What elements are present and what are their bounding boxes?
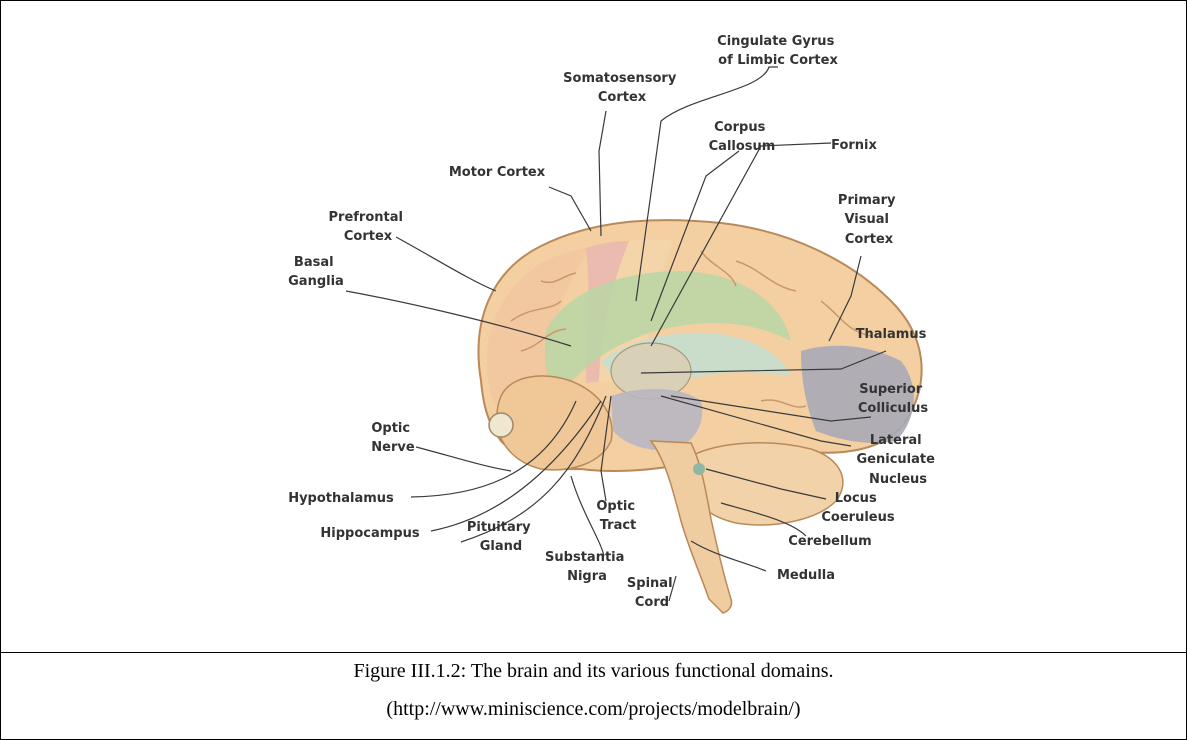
label-prefrontal-cortex: Prefrontal Cortex [329,210,408,244]
brain-figure-cell: Cingulate Gyrus of Limbic Cortex Somatos… [1,1,1186,652]
brain-diagram: Cingulate Gyrus of Limbic Cortex Somatos… [1,1,1186,652]
label-pituitary-gland: Pituitary Gland [467,520,535,554]
figure-caption: Figure III.1.2: The brain and its variou… [1,660,1186,683]
label-fornix: Fornix [831,138,877,153]
label-hippocampus: Hippocampus [320,526,419,541]
label-lateral-geniculate-nucleus: Lateral Geniculate Nucleus [857,433,940,487]
label-optic-tract: Optic Tract [596,499,639,533]
label-optic-nerve: Optic Nerve [371,421,415,455]
label-motor-cortex: Motor Cortex [449,165,546,180]
label-medulla: Medulla [777,568,835,583]
label-basal-ganglia: Basal Ganglia [288,255,344,289]
label-substantia-nigra: Substantia Nigra [545,550,629,584]
label-somatosensory-cortex: Somatosensory Cortex [563,71,681,105]
label-spinal-cord: Spinal Cord [627,576,677,610]
table-divider [1,652,1186,653]
label-thalamus: Thalamus [856,327,927,342]
label-hypothalamus: Hypothalamus [288,491,394,506]
label-cingulate-gyrus: Cingulate Gyrus of Limbic Cortex [717,34,839,68]
label-primary-visual-cortex: Primary Visual Cortex [838,193,900,247]
label-corpus-callosum: Corpus Callosum [709,120,776,154]
figure-source: (http://www.miniscience.com/projects/mod… [1,698,1186,721]
label-cerebellum: Cerebellum [788,534,871,549]
